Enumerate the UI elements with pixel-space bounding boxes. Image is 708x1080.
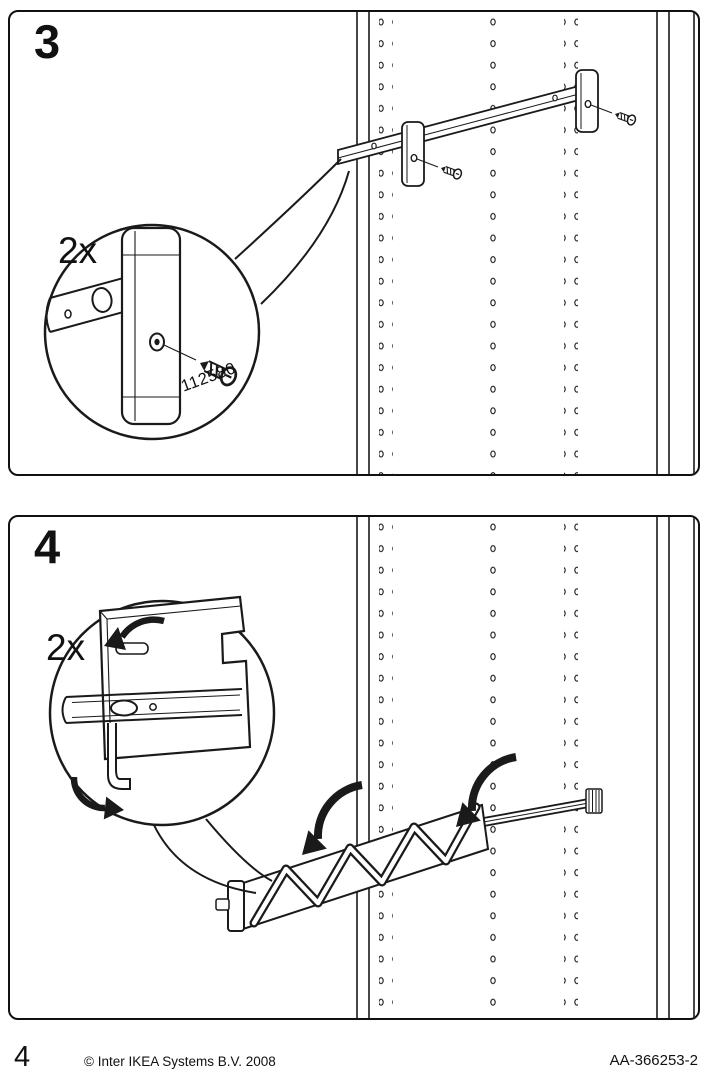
- bracket-plate-detail: [98, 595, 252, 761]
- shelf-pin-holes: [379, 517, 578, 1018]
- leader-line: [416, 158, 439, 168]
- screw-icon: [438, 162, 464, 181]
- magnifier-callout-tail: [152, 818, 273, 894]
- rail-detail: [61, 688, 243, 724]
- magnifier-callout-tail: [234, 158, 350, 305]
- step-4-quantity-label: 2x: [46, 627, 86, 668]
- wardrobe-frame: [356, 12, 695, 474]
- suspension-rail: [337, 80, 595, 166]
- rotation-arrow-icon: [302, 781, 363, 855]
- rail-slot-hole: [110, 699, 138, 717]
- copyright-text: © Inter IKEA Systems B.V. 2008: [84, 1054, 276, 1069]
- page-footer: 4 © Inter IKEA Systems B.V. 2008 AA-3662…: [0, 1020, 708, 1080]
- bracket-detail: [120, 226, 182, 426]
- step-4-diagram: [48, 517, 695, 1018]
- end-bracket: [585, 788, 603, 814]
- zigzag-hanger-rail: [215, 802, 490, 932]
- shelf-pin-holes: [379, 12, 578, 474]
- leader-line: [590, 104, 613, 114]
- step-3-diagram: [43, 12, 695, 474]
- leader-line: [163, 344, 197, 361]
- mounting-bracket: [401, 121, 425, 187]
- step-3-number: 3: [34, 15, 61, 68]
- rail-hole-small: [64, 309, 72, 319]
- rotation-arrow-icon: [104, 616, 165, 650]
- document-reference: AA-366253-2: [609, 1052, 698, 1069]
- mounting-bracket: [575, 69, 599, 133]
- rotation-arrow-icon: [70, 776, 124, 820]
- page-number: 4: [14, 1041, 31, 1073]
- step-4-panel: 4 2x: [8, 515, 700, 1020]
- step-3-quantity-label: 2x: [58, 230, 98, 271]
- rail-hole: [91, 287, 113, 313]
- bracket-hook-detail: [107, 723, 131, 790]
- step-4-number: 4: [34, 520, 61, 573]
- rotation-arrow-icon: [456, 753, 517, 827]
- screw-icon: [612, 108, 638, 127]
- rail-hole-small: [149, 703, 157, 711]
- wardrobe-frame: [356, 517, 695, 1018]
- step-3-panel: 3 2x 112580: [8, 10, 700, 476]
